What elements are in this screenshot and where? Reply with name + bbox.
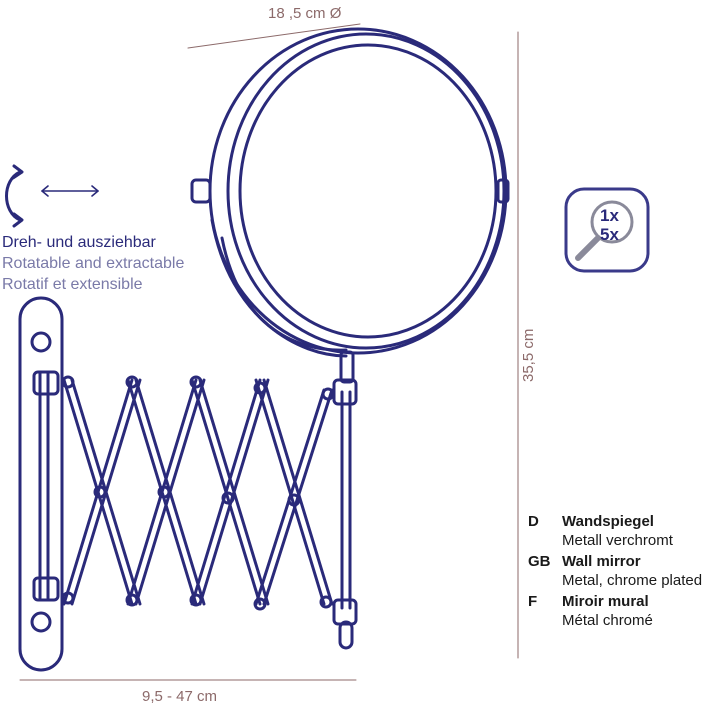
legend-row: D Wandspiegel: [528, 512, 702, 531]
magnifier-icon: [590, 200, 634, 244]
feature-de: Dreh- und ausziehbar: [2, 234, 156, 251]
rotate-icon: [5, 164, 24, 228]
legend-code: D: [528, 513, 539, 530]
feature-text: Dreh- und ausziehbar Rotatable and extra…: [2, 232, 184, 295]
magnification-line2: 5x: [600, 225, 619, 244]
legend-desc: Metal, chrome plated: [562, 572, 703, 589]
legend-desc: Metall verchromt: [562, 532, 673, 549]
product-legend: D Wandspiegel Metall verchromt GB Wall m…: [528, 512, 702, 632]
legend-code: GB: [528, 553, 551, 570]
mirror-support-bar: [332, 378, 358, 650]
feature-en: Rotatable and extractable: [2, 255, 185, 272]
height-label: 35,5 cm: [520, 328, 537, 382]
feature-fr: Rotatif et extensible: [2, 276, 143, 293]
legend-name: Wandspiegel: [562, 513, 654, 530]
legend-desc: Métal chromé: [562, 612, 653, 629]
magnification-badge: [564, 187, 650, 273]
legend-row: F Miroir mural: [528, 592, 702, 611]
mirror-head: [190, 27, 510, 384]
legend-name: Wall mirror: [562, 553, 641, 570]
wall-plate: [18, 296, 64, 672]
diameter-label: 18 ,5 cm Ø: [268, 5, 342, 22]
legend-row: GB Wall mirror: [528, 552, 702, 571]
legend-name: Miroir mural: [562, 593, 649, 610]
diameter-dimension-line: [187, 23, 361, 49]
legend-code: F: [528, 593, 538, 610]
extension-label: 9,5 - 47 cm: [142, 688, 218, 705]
scissor-arm: [61, 375, 335, 611]
magnification-line1: 1x: [600, 206, 619, 225]
extend-arrow-icon: [41, 185, 99, 197]
